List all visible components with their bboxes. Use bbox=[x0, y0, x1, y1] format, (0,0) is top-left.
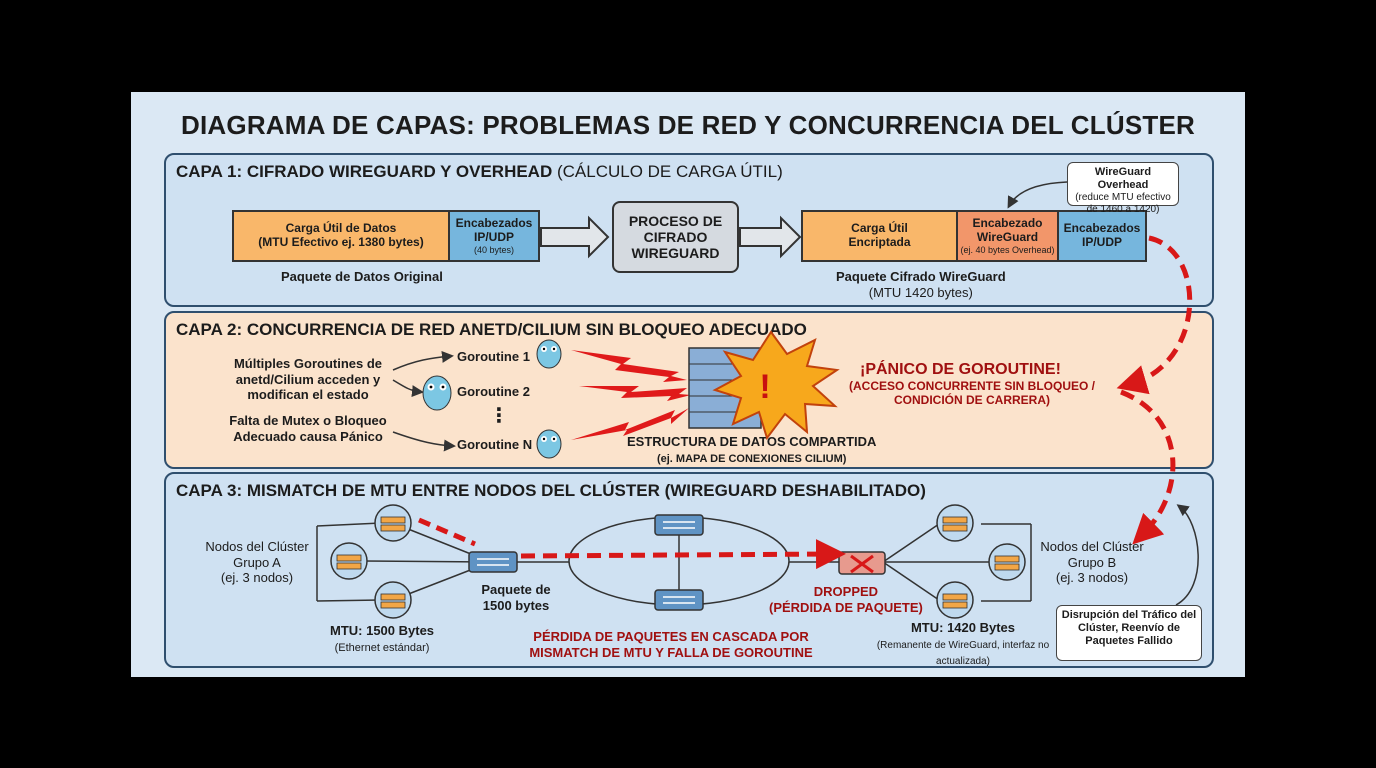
switch-icon-core-bottom bbox=[654, 589, 704, 611]
disruption-feedback-arrow bbox=[1175, 504, 1199, 606]
server-icon-a1 bbox=[374, 504, 412, 542]
goroutines-description: Múltiples Goroutines de anetd/Cilium acc… bbox=[233, 356, 383, 403]
encryption-process-box: PROCESO DE CIFRADO WIREGUARD bbox=[612, 201, 739, 273]
gopher-icon-n bbox=[536, 429, 562, 459]
cascade-loss-label: PÉRDIDA DE PAQUETES EN CASCADA POR MISMA… bbox=[529, 629, 813, 660]
server-icon-a3 bbox=[374, 581, 412, 619]
packet-path-a-to-switch bbox=[418, 517, 476, 547]
group-b-links bbox=[882, 523, 1032, 602]
gopher-icon-1 bbox=[536, 339, 562, 369]
disruption-note: Disrupción del Tráfico del Clúster, Reen… bbox=[1056, 605, 1202, 661]
lightning-icon-1 bbox=[571, 350, 687, 382]
goroutine-2-label: Goroutine 2 bbox=[457, 384, 530, 399]
layer3-heading: CAPA 3: MISMATCH DE MTU ENTRE NODOS DEL … bbox=[176, 481, 926, 500]
diagram-title: DIAGRAMA DE CAPAS: PROBLEMAS DE RED Y CO… bbox=[181, 110, 1195, 140]
switch-icon-group-a bbox=[468, 551, 518, 573]
encrypted-ip-udp-headers-box: Encabezados IP/UDP bbox=[1057, 210, 1147, 262]
block-arrow-to-cipher bbox=[739, 215, 802, 259]
switch-icon-group-b-dropped bbox=[838, 551, 886, 575]
mtu-b-label: MTU: 1420 Bytes(Remanente de WireGuard, … bbox=[876, 620, 1050, 667]
goroutine-ellipsis: ⋮ bbox=[489, 405, 509, 427]
server-icon-b1 bbox=[936, 504, 974, 542]
panic-subtitle: (ACCESO CONCURRENTE SIN BLOQUEO / CONDIC… bbox=[848, 379, 1095, 408]
block-arrow-to-process bbox=[540, 215, 610, 259]
switch-icon-core-top bbox=[654, 514, 704, 536]
arrow-mutex-to-gn bbox=[392, 431, 456, 452]
ip-udp-headers-box: Encabezados IP/UDP (40 bytes) bbox=[448, 210, 540, 262]
cascade-arrow-layer1-to-layer2 bbox=[1116, 235, 1193, 395]
lightning-icon-3 bbox=[571, 408, 689, 440]
group-a-label: Nodos del Clúster Grupo A(ej. 3 nodos) bbox=[205, 539, 309, 586]
arrow-desc-to-gopher bbox=[392, 379, 424, 398]
dropped-label: DROPPED(PÉRDIDA DE PAQUETE) bbox=[769, 584, 923, 615]
gopher-icon-2 bbox=[422, 375, 452, 411]
mutex-description: Falta de Mutex o Bloqueo Adecuado causa … bbox=[229, 413, 387, 444]
server-icon-a2 bbox=[330, 542, 368, 580]
overhead-note: WireGuard Overhead (reduce MTU efectivo … bbox=[1067, 162, 1179, 215]
cascade-arrow-layer2-to-layer3 bbox=[1120, 389, 1176, 545]
overhead-note-pointer bbox=[1007, 181, 1068, 209]
layer1-heading: CAPA 1: CIFRADO WIREGUARD Y OVERHEAD (CÁ… bbox=[176, 162, 783, 181]
panic-title: ¡PÁNICO DE GOROUTINE! bbox=[860, 361, 1061, 378]
layer2-heading: CAPA 2: CONCURRENCIA DE RED ANETD/CILIUM… bbox=[176, 320, 807, 339]
explosion-icon bbox=[712, 330, 840, 441]
server-icon-b3 bbox=[936, 581, 974, 619]
wireguard-header-box: Encabezado WireGuard (ej. 40 bytes Overh… bbox=[956, 210, 1059, 262]
shared-structure-caption: ESTRUCTURA DE DATOS COMPARTIDA (ej. MAPA… bbox=[627, 434, 877, 465]
cipher-packet-caption: Paquete Cifrado WireGuard (MTU 1420 byte… bbox=[836, 269, 1006, 300]
arrow-desc-to-g1 bbox=[392, 350, 454, 371]
original-packet-caption: Paquete de Datos Original bbox=[281, 269, 443, 284]
lightning-icon-2 bbox=[579, 386, 691, 401]
goroutine-n-label: Goroutine N bbox=[457, 437, 533, 452]
mtu-a-label: MTU: 1500 Bytes(Ethernet estándar) bbox=[330, 623, 435, 654]
payload-box: Carga Útil de Datos (MTU Efectivo ej. 13… bbox=[232, 210, 450, 262]
packet-path-to-dropped bbox=[520, 539, 846, 570]
diagram-graphics: ! bbox=[316, 181, 1199, 619]
exclamation-icon: ! bbox=[759, 368, 770, 406]
diagram-canvas: DIAGRAMA DE CAPAS: PROBLEMAS DE RED Y CO… bbox=[131, 92, 1245, 677]
packet-1500-label: Paquete de 1500 bytes bbox=[481, 582, 551, 613]
server-icon-b2 bbox=[988, 543, 1026, 581]
goroutine-1-label: Goroutine 1 bbox=[457, 349, 530, 364]
group-b-label: Nodos del Clúster Grupo B(ej. 3 nodos) bbox=[1040, 539, 1144, 586]
